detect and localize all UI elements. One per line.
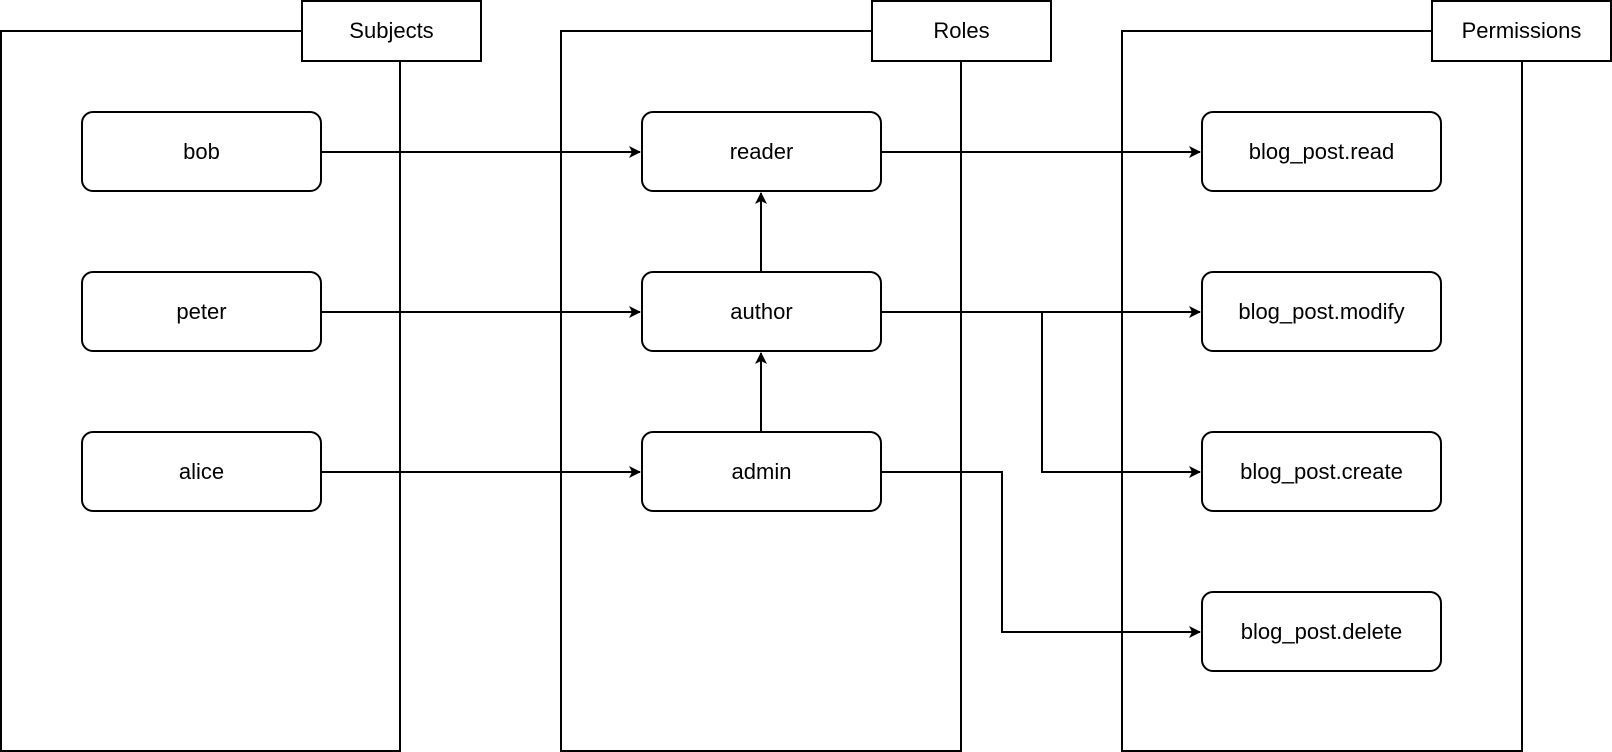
subject-label-alice: alice	[178, 458, 225, 484]
subject-node-bob[interactable]: bob	[81, 111, 322, 192]
role-node-author[interactable]: author	[641, 271, 882, 352]
subject-node-peter[interactable]: peter	[81, 271, 322, 352]
permission-label-read: blog_post.read	[1248, 138, 1395, 164]
permission-node-read[interactable]: blog_post.read	[1201, 111, 1442, 192]
roles-lane-title: Roles	[871, 0, 1052, 62]
role-label-reader: reader	[729, 138, 794, 164]
role-node-admin[interactable]: admin	[641, 431, 882, 512]
permission-node-create[interactable]: blog_post.create	[1201, 431, 1442, 512]
subjects-lane-title: Subjects	[301, 0, 482, 62]
subject-node-alice[interactable]: alice	[81, 431, 322, 512]
permission-node-delete[interactable]: blog_post.delete	[1201, 591, 1442, 672]
subject-label-bob: bob	[183, 138, 220, 164]
role-label-admin: admin	[731, 458, 792, 484]
role-node-reader[interactable]: reader	[641, 111, 882, 192]
permission-label-modify: blog_post.modify	[1238, 298, 1405, 324]
permission-label-create: blog_post.create	[1240, 458, 1403, 484]
permissions-lane-title: Permissions	[1431, 0, 1612, 62]
subject-label-peter: peter	[176, 298, 227, 324]
role-label-author: author	[730, 298, 793, 324]
permission-label-delete: blog_post.delete	[1240, 618, 1403, 644]
permission-node-modify[interactable]: blog_post.modify	[1201, 271, 1442, 352]
